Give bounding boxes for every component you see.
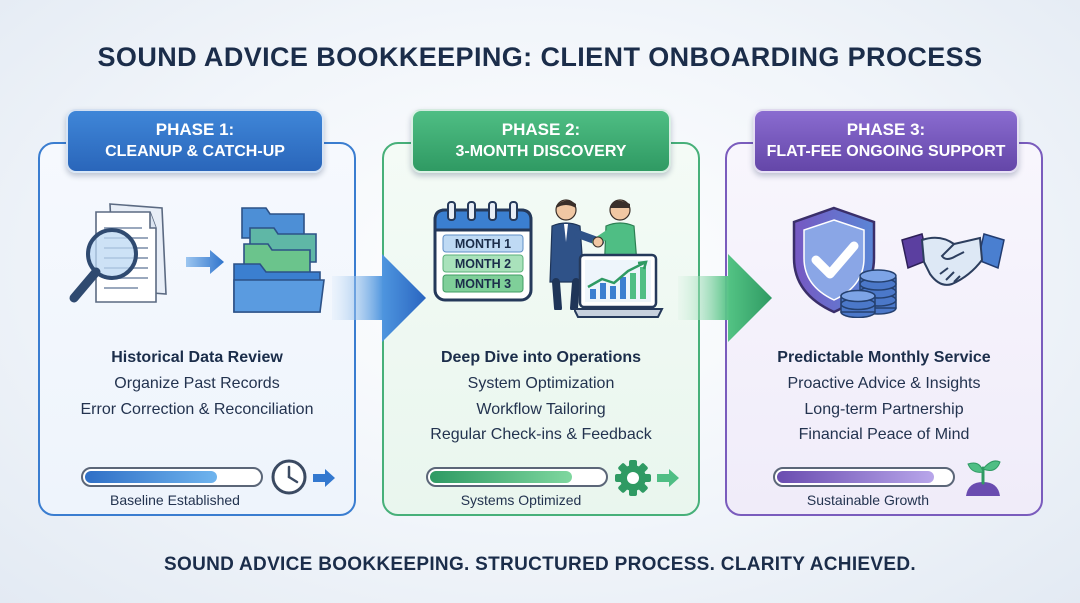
phase-3-badge: PHASE 3: FLAT-FEE ONGOING SUPPORT xyxy=(753,109,1019,173)
page-title: SOUND ADVICE BOOKKEEPING: CLIENT ONBOARD… xyxy=(97,42,983,72)
shield-check-icon xyxy=(792,206,876,314)
handshake-icon xyxy=(901,233,1005,286)
phase-1-progress-bar xyxy=(81,467,263,487)
phase-1-progress-fill xyxy=(85,471,217,483)
phase-1-caption: Baseline Established xyxy=(110,492,240,508)
arrow-right-icon xyxy=(657,469,679,487)
phase-1-name: CLEANUP & CATCH-UP xyxy=(105,143,285,160)
flow-arrow-icon xyxy=(678,254,772,342)
folders-icon xyxy=(233,207,325,313)
flow-arrow-icon xyxy=(332,254,426,342)
calendar-month-2: MONTH 2 xyxy=(455,257,511,271)
phase-2-panel xyxy=(382,142,700,516)
magnifier-documents-icon xyxy=(69,203,167,303)
phase-3-progress-fill xyxy=(777,471,934,483)
phase-2-item: Workflow Tailoring xyxy=(476,400,606,418)
phase-3-name: FLAT-FEE ONGOING SUPPORT xyxy=(766,143,1006,160)
phase-2-progress-fill xyxy=(430,471,573,483)
phase-2-item: System Optimization xyxy=(467,375,615,392)
footer-tagline: SOUND ADVICE BOOKKEEPING. STRUCTURED PRO… xyxy=(164,554,916,575)
calendar-month-1: MONTH 1 xyxy=(455,237,511,251)
phase-1-item: Organize Past Records xyxy=(114,375,280,392)
phase-3-label: PHASE 3: xyxy=(846,120,926,139)
phase-2-item: Regular Check-ins & Feedback xyxy=(430,426,652,443)
laptop-chart-icon xyxy=(574,253,664,318)
phase-1-details: Historical Data Review Organize Past Rec… xyxy=(38,345,356,422)
phase-2-badge: PHASE 2: 3-MONTH DISCOVERY xyxy=(411,109,671,173)
phase-2-name: 3-MONTH DISCOVERY xyxy=(455,143,627,160)
phase-3-item: Financial Peace of Mind xyxy=(798,426,970,443)
calendar-month-3: MONTH 3 xyxy=(455,277,511,291)
phase-2-progress-bar xyxy=(426,467,608,487)
phase-3-details: Predictable Monthly Service Proactive Ad… xyxy=(725,345,1043,448)
phase-2-details: Deep Dive into Operations System Optimiz… xyxy=(382,345,700,448)
calendar-icon: MONTH 1 MONTH 2 MONTH 3 xyxy=(433,201,533,302)
phase-2-caption: Systems Optimized xyxy=(460,492,582,508)
phase-1-label: PHASE 1: xyxy=(155,120,235,139)
phase-1-badge: PHASE 1: CLEANUP & CATCH-UP xyxy=(66,109,324,173)
phase-2-heading: Deep Dive into Operations xyxy=(440,349,642,366)
phase-1-heading: Historical Data Review xyxy=(111,349,283,366)
phase-2-label: PHASE 2: xyxy=(501,120,581,139)
arrow-right-icon xyxy=(186,250,224,274)
phase-1-panel xyxy=(38,142,356,516)
phase-3-heading: Predictable Monthly Service xyxy=(777,349,991,366)
gear-icon xyxy=(615,460,651,496)
phase-3-item: Proactive Advice & Insights xyxy=(787,375,981,392)
phase-1-item: Error Correction & Reconciliation xyxy=(80,400,314,418)
phase-3-caption: Sustainable Growth xyxy=(806,492,930,508)
phase-3-item: Long-term Partnership xyxy=(804,400,964,418)
sprout-icon xyxy=(966,460,1001,496)
phase-3-panel xyxy=(725,142,1043,516)
coins-icon xyxy=(840,269,897,318)
arrow-right-icon xyxy=(313,469,335,487)
clock-icon xyxy=(271,459,307,495)
phase-3-progress-bar xyxy=(773,467,955,487)
